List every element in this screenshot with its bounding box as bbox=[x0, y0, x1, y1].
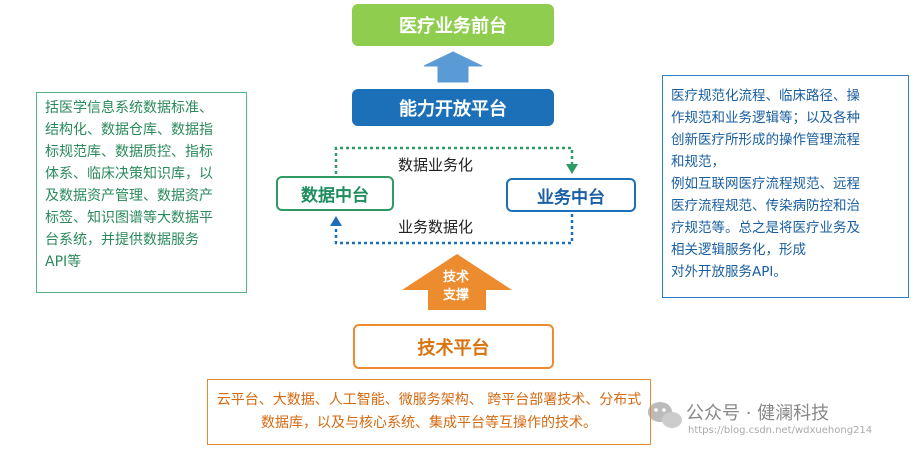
right-text-line: 作规范和业务逻辑等；以及各种 bbox=[671, 110, 860, 126]
left-text-line: 标签、知识图谱等大数据平 bbox=[45, 210, 213, 226]
business-center-box: 业务中台 bbox=[506, 178, 636, 212]
medical-front-office-box: 医疗业务前台 bbox=[352, 4, 554, 46]
tech-support-arrow bbox=[402, 254, 512, 310]
right-text-line: 医疗流程规范、传染病防控和治 bbox=[671, 198, 860, 214]
flow-bottom-arrowhead bbox=[330, 216, 342, 226]
left-text-line: 括医学信息系统数据标准、 bbox=[45, 100, 213, 116]
watermark-url: https://blog.csdn.net/wdxuehong214 bbox=[688, 425, 873, 436]
left-text-line: 及数据资产管理、数据资产 bbox=[45, 188, 213, 204]
tech-support-line2: 支撑 bbox=[442, 288, 469, 303]
right-text-line: 和规范， bbox=[671, 154, 725, 170]
business-to-data-label: 业务数据化 bbox=[398, 218, 474, 236]
watermark-text: 公众号 · 健澜科技 bbox=[686, 403, 830, 424]
right-text-line: 对外开放服务API。 bbox=[671, 264, 787, 280]
wechat-icon bbox=[648, 402, 682, 428]
flow-top-arrowhead bbox=[566, 164, 578, 174]
open-platform-box: 能力开放平台 bbox=[352, 89, 554, 126]
right-text-line: 创新医疗所形成的操作管理流程 bbox=[671, 132, 860, 148]
data-to-business-label: 数据业务化 bbox=[398, 156, 474, 174]
up-arrow-to-front bbox=[423, 51, 483, 83]
tech-platform-box: 技术平台 bbox=[353, 324, 554, 369]
bottom-text-line: 云平台、大数据、人工智能、微服务架构、 跨平台部署技术、分布式 bbox=[216, 392, 642, 408]
data-center-description: 括医学信息系统数据标准、 结构化、数据仓库、数据指 标规范库、数据质控、指标 体… bbox=[36, 92, 247, 293]
bottom-text-line: 数据库，以及与核心系统、集成平台等互操作的技术。 bbox=[261, 415, 597, 431]
tech-support-label: 技术 支撑 bbox=[436, 269, 476, 305]
right-text-line: 医疗规范化流程、临床路径、操 bbox=[671, 88, 860, 104]
right-text-line: 疗规范等。总之是将医疗业务及 bbox=[671, 220, 860, 236]
left-text-line: 结构化、数据仓库、数据指 bbox=[45, 122, 213, 138]
tech-support-line1: 技术 bbox=[442, 270, 469, 285]
left-text-line: 体系、临床决策知识库，以 bbox=[45, 166, 213, 182]
data-center-box: 数据中台 bbox=[276, 176, 394, 211]
left-text-line: 台系统，并提供数据服务 bbox=[45, 232, 199, 248]
left-text-line: 标规范库、数据质控、指标 bbox=[45, 144, 213, 160]
business-center-description: 医疗规范化流程、临床路径、操 作规范和业务逻辑等；以及各种 创新医疗所形成的操作… bbox=[662, 75, 909, 298]
right-text-line: 例如互联网医疗流程规范、远程 bbox=[671, 176, 860, 192]
flow-bottom-path bbox=[334, 214, 574, 245]
tech-platform-description: 云平台、大数据、人工智能、微服务架构、 跨平台部署技术、分布式 数据库，以及与核… bbox=[207, 379, 651, 445]
flow-top-path bbox=[334, 146, 574, 174]
left-text-line: API等 bbox=[45, 254, 82, 270]
right-text-line: 相关逻辑服务化，形成 bbox=[671, 242, 806, 258]
